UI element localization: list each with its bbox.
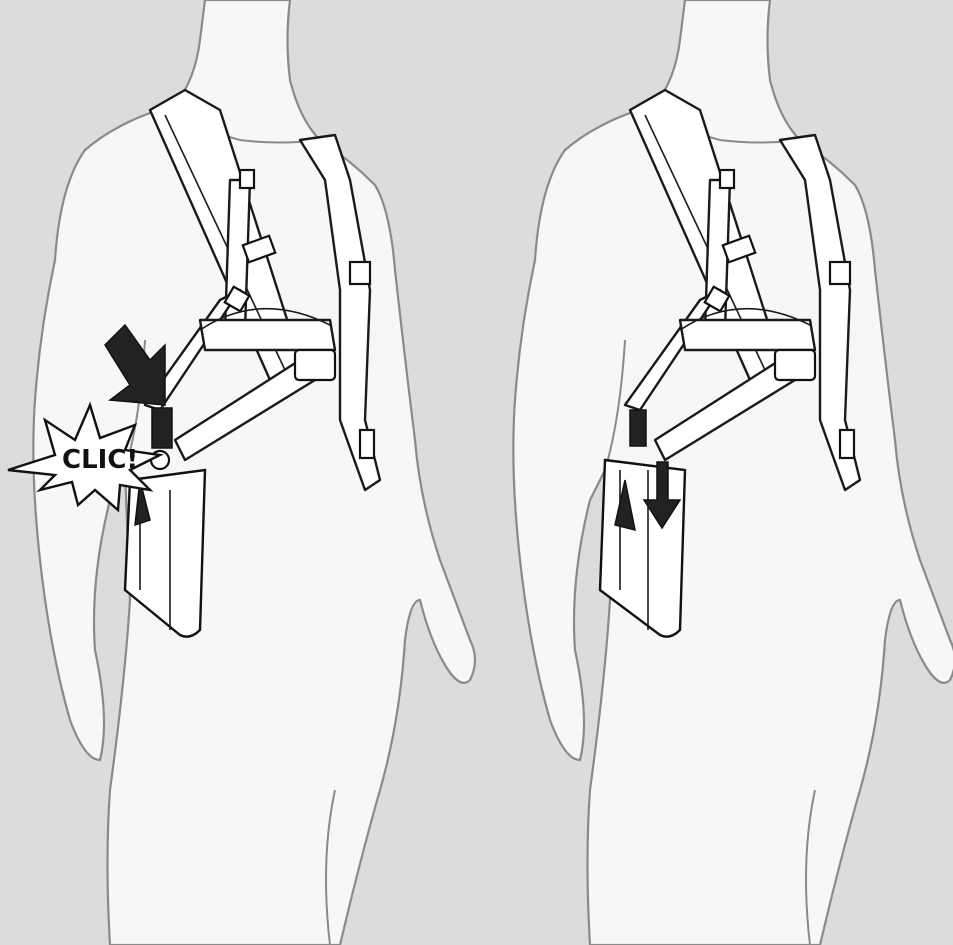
connector-left <box>152 408 172 448</box>
connector-right <box>630 410 646 446</box>
clic-label: CLIC! <box>62 445 138 475</box>
